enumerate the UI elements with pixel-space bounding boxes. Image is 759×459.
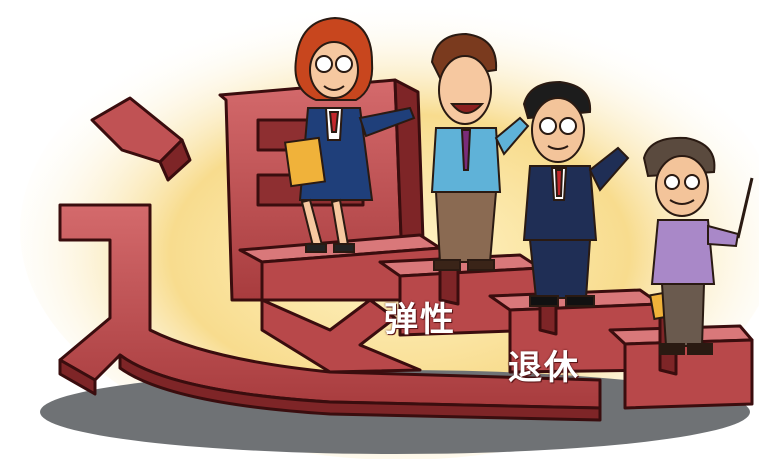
- person-young-man: [430, 32, 530, 271]
- person-woman: [283, 16, 416, 253]
- caption-flexible: 弹性: [384, 300, 456, 340]
- person-elderly-woman: [642, 136, 754, 355]
- caption-retirement: 退休: [508, 348, 580, 388]
- person-older-man: [522, 80, 630, 307]
